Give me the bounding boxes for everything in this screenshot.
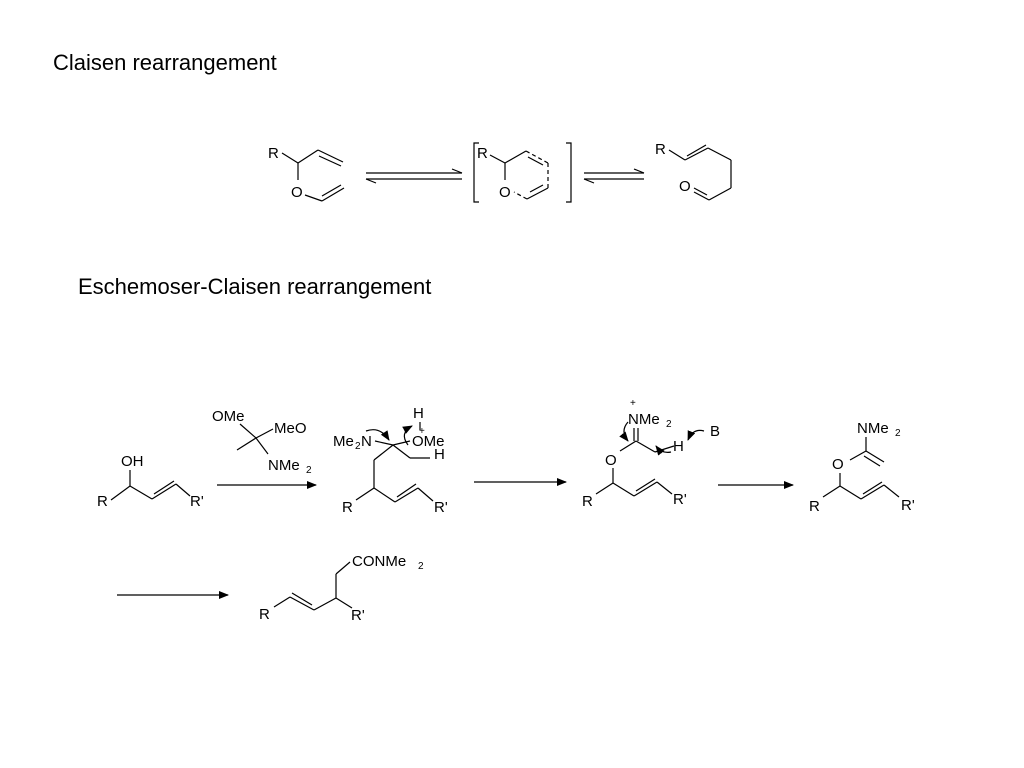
int2-label-h: H	[673, 438, 684, 455]
int2-label-o: O	[605, 452, 617, 469]
reagent-label-nme: NMe	[268, 457, 300, 474]
product-label-r: R	[655, 141, 666, 158]
intermediate-2: + NMe 2 H O R R' B	[582, 398, 720, 510]
int1-label-me: Me	[333, 433, 354, 450]
allyl-vinyl-ether: R O	[268, 145, 345, 202]
prod-label-conme: CONMe	[352, 553, 406, 570]
int2-label-rprime: R'	[673, 491, 687, 508]
ka-sub-2: 2	[895, 428, 901, 439]
ts-label-o: O	[499, 184, 511, 201]
unsaturated-aldehyde: R O	[655, 141, 732, 201]
label-r: R	[268, 145, 279, 162]
transition-state: R O	[473, 142, 572, 203]
equilibrium-arrows-2	[583, 168, 645, 184]
reagent-sub-2: 2	[306, 465, 312, 476]
ka-label-nme: NMe	[857, 420, 889, 437]
int1-label-n: N	[361, 433, 372, 450]
amide-acetal-reagent: OMe MeO NMe 2	[212, 408, 312, 476]
intermediate-1: H + Me 2 N OMe H R R'	[333, 405, 448, 516]
ka-label-o: O	[832, 456, 844, 473]
product-label-o: O	[679, 178, 691, 195]
prod-label-rprime: R'	[351, 607, 365, 624]
int1-label-r: R	[342, 499, 353, 516]
equilibrium-arrows-1	[365, 168, 463, 184]
alcohol-label-oh: OH	[121, 453, 144, 470]
ketene-acetal: NMe 2 O R R'	[809, 420, 915, 515]
claisen-heading: Claisen rearrangement	[53, 50, 277, 75]
int1-label-rprime: R'	[434, 499, 448, 516]
int1-label-ome: OMe	[412, 433, 445, 450]
curved-arrow-iminium	[619, 421, 629, 442]
unsaturated-amide-product: CONMe 2 R' R	[259, 553, 424, 624]
reagent-label-meo: MeO	[274, 420, 307, 437]
int1-label-h: H	[434, 446, 445, 463]
prod-label-r: R	[259, 606, 270, 623]
allylic-alcohol: OH R R'	[97, 453, 204, 510]
curved-arrow-base	[687, 429, 705, 441]
int1-label-plus: +	[419, 426, 425, 437]
alcohol-label-r: R	[97, 493, 108, 510]
int1-sub-2: 2	[355, 441, 361, 452]
int2-label-b: B	[710, 423, 720, 440]
label-o: O	[291, 184, 303, 201]
reagent-label-ome: OMe	[212, 408, 245, 425]
curved-arrow-n	[365, 429, 390, 441]
int2-label-plus: +	[630, 398, 636, 409]
ka-label-r: R	[809, 498, 820, 515]
curved-arrow-ch	[655, 445, 672, 456]
int1-label-h-top: H	[413, 405, 424, 422]
curved-arrow-ome	[402, 425, 413, 446]
int2-sub-2: 2	[666, 419, 672, 430]
int2-label-nme: NMe	[628, 411, 660, 428]
ka-label-rprime: R'	[901, 497, 915, 514]
eschenmoser-claisen-heading: Eschemoser-Claisen rearrangement	[78, 274, 432, 299]
ts-label-r: R	[477, 145, 488, 162]
prod-sub-2: 2	[418, 561, 424, 572]
alcohol-label-rprime: R'	[190, 493, 204, 510]
int2-label-r: R	[582, 493, 593, 510]
